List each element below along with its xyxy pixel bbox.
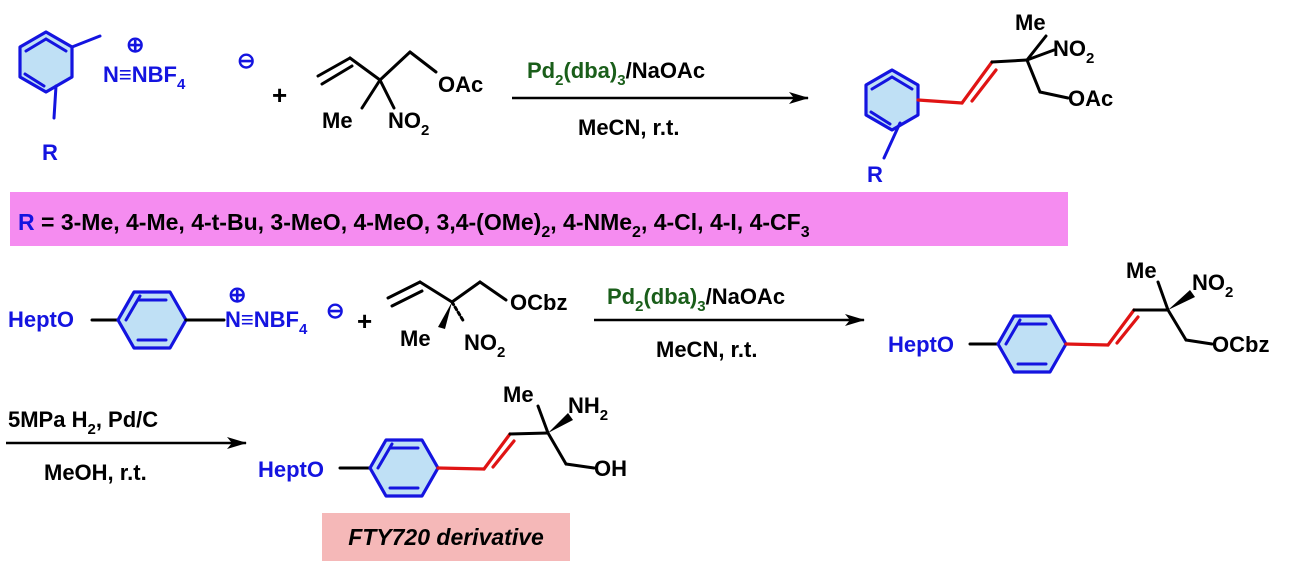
benzene-ring [864, 68, 920, 132]
plus-sign: + [357, 306, 372, 336]
substituent-scope-text: R = 3-Me, 4-Me, 4-t-Bu, 3-MeO, 4-MeO, 3,… [18, 209, 810, 241]
amine-label: NH2 [568, 393, 608, 424]
scope-box-background [10, 192, 1068, 246]
heptoxy-label: HeptO [888, 332, 954, 357]
methyl-label: Me [1126, 258, 1157, 283]
conditions-label-2: MeCN, r.t. [656, 337, 757, 362]
r-substituent-label: R [42, 140, 58, 165]
nitro-label: NO2 [388, 108, 429, 139]
negative-charge: ⊖ [237, 48, 255, 73]
methyl-label: Me [503, 382, 534, 407]
reaction-arrow-2: Pd2(dba)3/NaOAc MeCN, r.t. [594, 284, 865, 362]
diazonium-label: N≡NBF4 [225, 307, 308, 338]
negative-charge: ⊖ [326, 298, 344, 323]
heptoxy-label: HeptO [8, 307, 74, 332]
plus-sign: + [272, 80, 287, 110]
reaction-arrow-1: Pd2(dba)3/NaOAc MeCN, r.t. [512, 58, 809, 140]
heptoxy-diazonium-reactant: HeptO N≡NBF4 ⊕ ⊖ [8, 282, 344, 350]
nitro-allyl-acetate-reactant: OAc Me NO2 [316, 50, 483, 139]
reaction-arrow-3: 5MPa H2, Pd/C MeOH, r.t. [6, 407, 247, 485]
nitro-label: NO2 [464, 330, 505, 361]
acetate-label: OAc [438, 72, 483, 97]
nitro-label: NO2 [1192, 270, 1233, 301]
benzene-ring [18, 30, 74, 94]
product-name-background [322, 513, 570, 561]
product-name-label: FTY720 derivative [348, 524, 544, 550]
hydrogenation-reagent-label: 5MPa H2, Pd/C [8, 407, 158, 438]
r-substituent-label: R [867, 162, 883, 187]
positive-charge: ⊕ [126, 32, 144, 57]
substrate-scope-box: R = 3-Me, 4-Me, 4-t-Bu, 3-MeO, 4-MeO, 3,… [10, 192, 1068, 246]
positive-charge: ⊕ [228, 282, 246, 307]
cbz-label: OCbz [1212, 332, 1269, 357]
methyl-label: Me [400, 326, 431, 351]
hydroxyl-label: OH [594, 456, 627, 481]
diazonium-label: N≡NBF4 [103, 62, 186, 93]
methyl-label: Me [1015, 10, 1046, 35]
conditions-label-3: MeOH, r.t. [44, 460, 147, 485]
fty720-product: HeptO Me NH2 OH [258, 382, 627, 498]
catalyst-label-2: Pd2(dba)3/NaOAc [607, 284, 785, 315]
product-name-box: FTY720 derivative [322, 513, 570, 561]
product-2: HeptO Me NO2 OCbz [888, 258, 1269, 374]
aryl-diazonium-reactant: R N≡NBF4 ⊕ ⊖ [18, 30, 255, 165]
heptoxy-label: HeptO [258, 457, 324, 482]
conditions-label-1: MeCN, r.t. [578, 115, 679, 140]
nitro-allyl-cbz-reactant: OCbz Me NO2 [386, 280, 567, 361]
methyl-label: Me [322, 108, 353, 133]
catalyst-label-1: Pd2(dba)3/NaOAc [527, 58, 705, 89]
product-1: R Me NO2 OAc [864, 10, 1113, 187]
acetate-label: OAc [1068, 86, 1113, 111]
nitro-label: NO2 [1053, 36, 1094, 67]
cbz-label: OCbz [510, 290, 567, 315]
